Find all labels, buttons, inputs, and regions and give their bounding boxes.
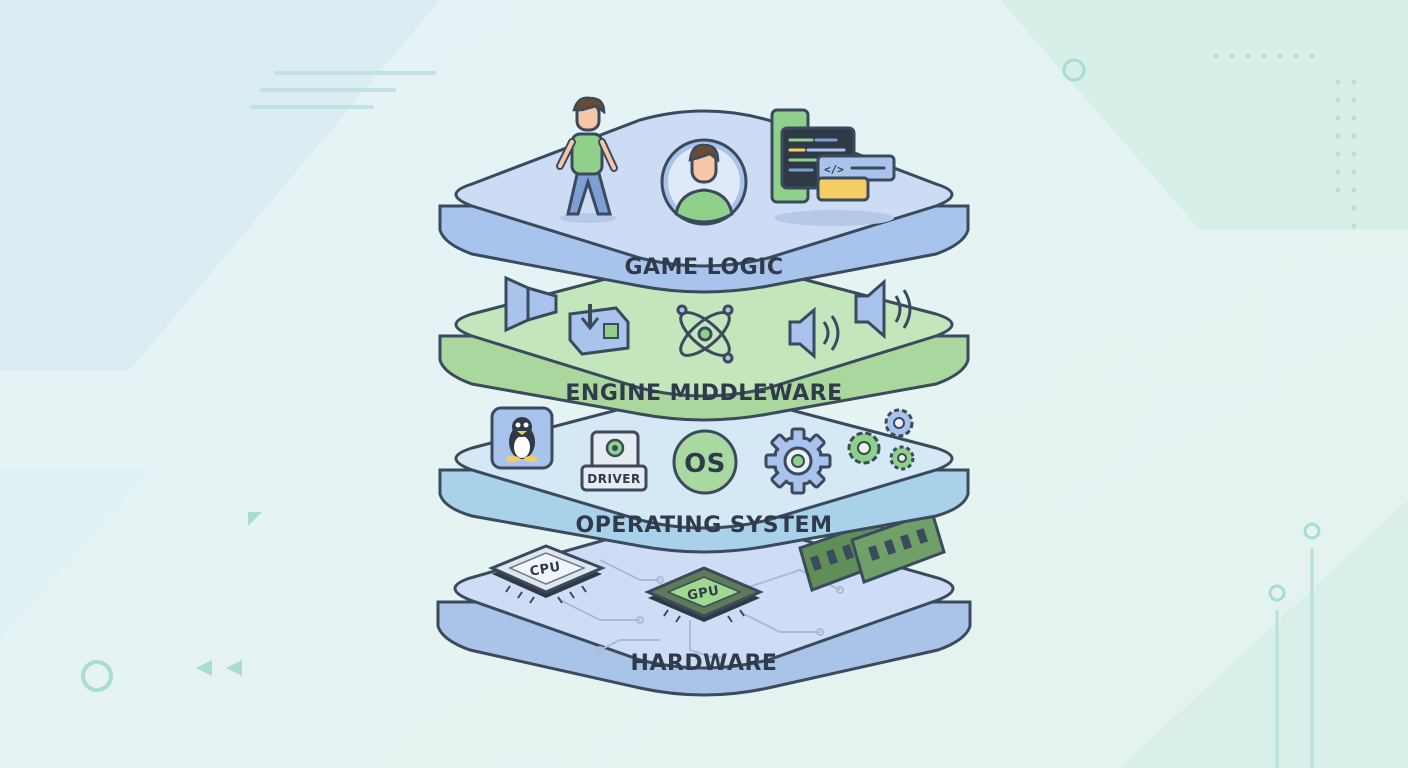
layer-operating-system: DRIVER OS: [438, 394, 970, 554]
bg-shape-right: [1000, 0, 1408, 230]
cpu-label: CPU: [529, 559, 562, 579]
gpu-chip-icon: GPU: [644, 566, 764, 623]
linux-penguin-icon: [490, 406, 554, 470]
code-editor-icon: </>: [770, 108, 896, 226]
decor-triangle: [248, 512, 262, 526]
bg-shape-left-lower: [0, 470, 150, 640]
layer-hardware: CPU GPU HAR: [436, 510, 972, 697]
decor-arrow: [196, 660, 212, 676]
layer-game-logic: </> GAME LOGIC: [438, 96, 970, 294]
os-badge-icon: OS: [672, 429, 738, 495]
driver-label: DRIVER: [587, 472, 640, 486]
render-pipeline-icon: [504, 275, 558, 333]
audio-speaker-icon: [788, 306, 840, 360]
decor-ring: [81, 660, 113, 692]
decor-bars: [1275, 548, 1314, 768]
gpu-label: GPU: [686, 583, 720, 603]
layer-label-hardware: HARDWARE: [631, 651, 778, 676]
driver-icon: DRIVER: [580, 430, 648, 492]
player-character-icon: [556, 96, 618, 223]
layer-engine-middleware: ENGINE MIDDLEWARE: [438, 260, 970, 422]
decor-ring: [1303, 522, 1321, 540]
audio-speaker-large-icon: [854, 278, 912, 340]
code-tag-label: </>: [824, 163, 844, 176]
circuit-traces: [559, 559, 844, 664]
decor-ring: [1268, 584, 1286, 602]
gears-cluster-icon: [847, 408, 915, 471]
decor-dots: [1213, 53, 1357, 229]
user-avatar-icon: [660, 138, 748, 226]
os-label: OS: [684, 449, 726, 479]
layer-label-game-logic: GAME LOGIC: [625, 255, 784, 280]
settings-gear-icon: [764, 427, 832, 495]
bg-shape-left: [0, 0, 440, 370]
cpu-chip-icon: CPU: [488, 544, 606, 604]
decor-ring: [1062, 58, 1086, 82]
physics-atom-icon: [676, 304, 734, 364]
layer-label-operating-system: OPERATING SYSTEM: [576, 513, 833, 538]
asset-import-icon: [568, 304, 630, 356]
decor-arrow: [226, 660, 242, 676]
decor-lines: [250, 71, 436, 109]
layer-label-engine-middleware: ENGINE MIDDLEWARE: [565, 381, 842, 406]
bg-shape-right-lower: [1120, 500, 1408, 768]
